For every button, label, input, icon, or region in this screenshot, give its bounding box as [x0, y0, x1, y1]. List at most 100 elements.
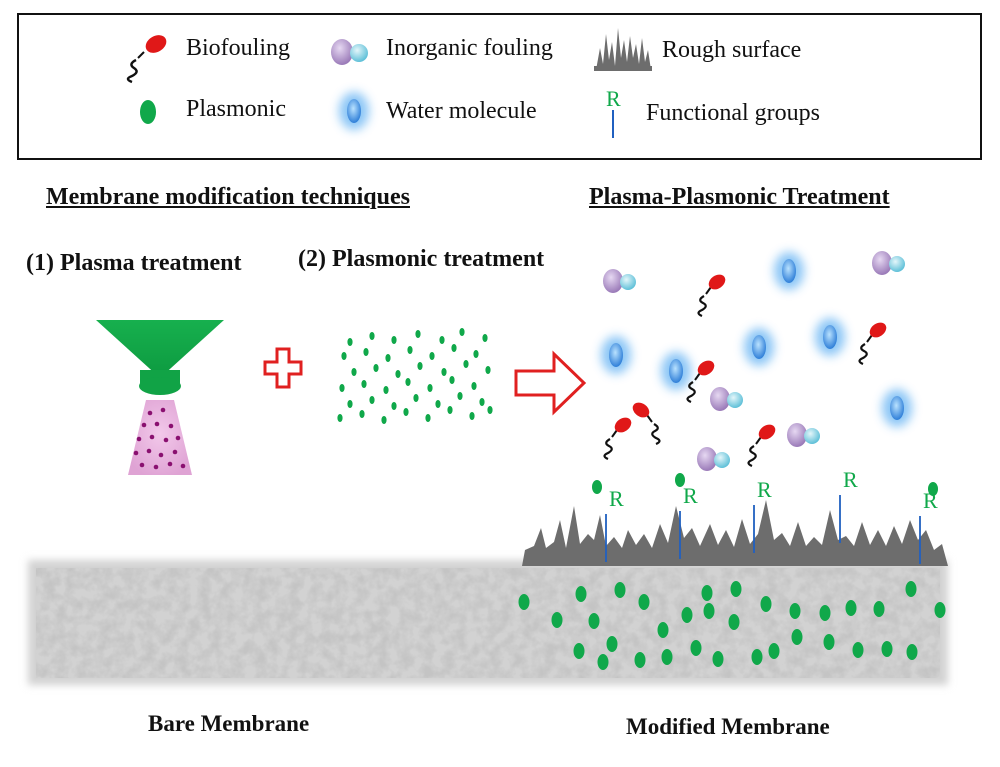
step-plasma-label: (1) Plasma treatment — [26, 250, 242, 276]
biofouling-organism — [686, 360, 715, 404]
step-plasmonic-label: (2) Plasmonic treatment — [298, 246, 545, 272]
plasmonic-particle — [873, 601, 885, 617]
inorganic-particle — [872, 251, 905, 275]
foulant-cloud — [601, 251, 912, 471]
plasmonic-particle — [413, 394, 419, 402]
plasmonic-particle — [449, 376, 455, 384]
biofouling-organism — [697, 274, 726, 318]
plasmonic-particle — [760, 596, 772, 612]
plasmonic-particle — [429, 352, 435, 360]
plasmonic-particle — [383, 386, 389, 394]
water-molecule — [815, 318, 845, 356]
caption-bare-membrane: Bare Membrane — [148, 711, 310, 736]
plasmonic-particle — [681, 607, 693, 623]
plasmonic-particle — [482, 334, 488, 342]
legend-label-functional-groups: Functional groups — [646, 100, 820, 126]
plasmonic-particle — [339, 384, 345, 392]
functional-group-symbol: R — [606, 86, 621, 111]
legend-label-rough-surface: Rough surface — [662, 37, 802, 63]
plasmonic-particle — [407, 346, 413, 354]
plasmonic-particle-icon — [140, 100, 156, 124]
plasmonic-particle — [592, 480, 602, 494]
functional-group-symbol: R — [609, 486, 624, 511]
rough-surface-icon — [594, 28, 652, 71]
plasmonic-particle — [614, 582, 626, 598]
plasmonic-particle — [906, 644, 918, 660]
plasmonic-particle — [385, 354, 391, 362]
functional-group-icon: R — [606, 86, 621, 138]
plasmonic-particle — [457, 392, 463, 400]
plasmonic-particle — [573, 643, 585, 659]
plasmonic-particle — [451, 344, 457, 352]
plasmonic-particle — [588, 613, 600, 629]
plasmonic-particle — [463, 360, 469, 368]
plasmonic-particle — [479, 398, 485, 406]
plasmonic-particle — [690, 640, 702, 656]
right-arrow-icon — [514, 350, 587, 416]
plasma-nozzle — [96, 320, 224, 395]
plasmonic-particle — [823, 634, 835, 650]
membrane-layer — [28, 560, 948, 685]
plasmonic-particle — [405, 378, 411, 386]
plasmonic-particle — [518, 594, 530, 610]
plasmonic-particle — [415, 330, 421, 338]
plasmonic-particle — [712, 651, 724, 667]
plasmonic-particle — [391, 336, 397, 344]
plasmonic-particle — [905, 581, 917, 597]
plasmonic-particle — [439, 336, 445, 344]
plasmonic-particle — [819, 605, 831, 621]
plasmonic-particle — [403, 408, 409, 416]
plasmonic-particle — [789, 603, 801, 619]
plasmonic-particle — [471, 382, 477, 390]
plasmonic-particle — [369, 332, 375, 340]
plasmonic-particle — [551, 612, 563, 628]
legend-label-plasmonic: Plasmonic — [186, 96, 286, 122]
plasmonic-particle — [597, 654, 609, 670]
plasmonic-particle — [435, 400, 441, 408]
functional-group: R — [839, 467, 858, 543]
right-heading: Plasma-Plasmonic Treatment — [589, 184, 890, 210]
plasmonic-particle — [791, 629, 803, 645]
water-molecule — [774, 252, 804, 290]
functional-group-symbol: R — [683, 483, 698, 508]
plasmonic-particle — [730, 581, 742, 597]
functional-group: R — [753, 477, 772, 553]
plasmonic-particle — [459, 328, 465, 336]
legend-label-biofouling: Biofouling — [186, 35, 291, 61]
plasmonic-particle-cloud — [337, 328, 493, 424]
plasmonic-particle — [728, 614, 740, 630]
plasmonic-particle — [928, 482, 938, 496]
embedded-plasmonic-particles — [518, 581, 946, 670]
plasmonic-particle — [373, 364, 379, 372]
biofouling-organism — [747, 424, 776, 468]
plasmonic-particle — [351, 368, 357, 376]
water-molecule — [744, 328, 774, 366]
inorganic-particle — [697, 447, 730, 471]
functional-group-symbol: R — [843, 467, 858, 492]
plasmonic-particle — [441, 368, 447, 376]
plasmonic-particle — [341, 352, 347, 360]
plasmonic-particle — [469, 412, 475, 420]
plasmonic-particle — [427, 384, 433, 392]
plasma-plume — [128, 400, 192, 475]
plasmonic-particle — [606, 636, 618, 652]
rough-surface-layer — [522, 500, 948, 566]
plasmonic-particle — [347, 338, 353, 346]
plasmonic-particle — [363, 348, 369, 356]
water-molecule — [882, 389, 912, 427]
plasmonic-particle — [845, 600, 857, 616]
plasmonic-particle — [852, 642, 864, 658]
plasmonic-particle — [675, 473, 685, 487]
inorganic-particle — [787, 423, 820, 447]
biofouling-icon — [126, 35, 167, 84]
plasmonic-particle — [417, 362, 423, 370]
biofouling-organism — [603, 417, 632, 461]
left-heading: Membrane modification techniques — [46, 184, 410, 210]
legend-box: R — [17, 13, 982, 160]
plasmonic-particle — [361, 380, 367, 388]
plasmonic-particle — [347, 400, 353, 408]
inorganic-fouling-icon — [331, 39, 368, 65]
biofouling-organism — [632, 402, 661, 446]
